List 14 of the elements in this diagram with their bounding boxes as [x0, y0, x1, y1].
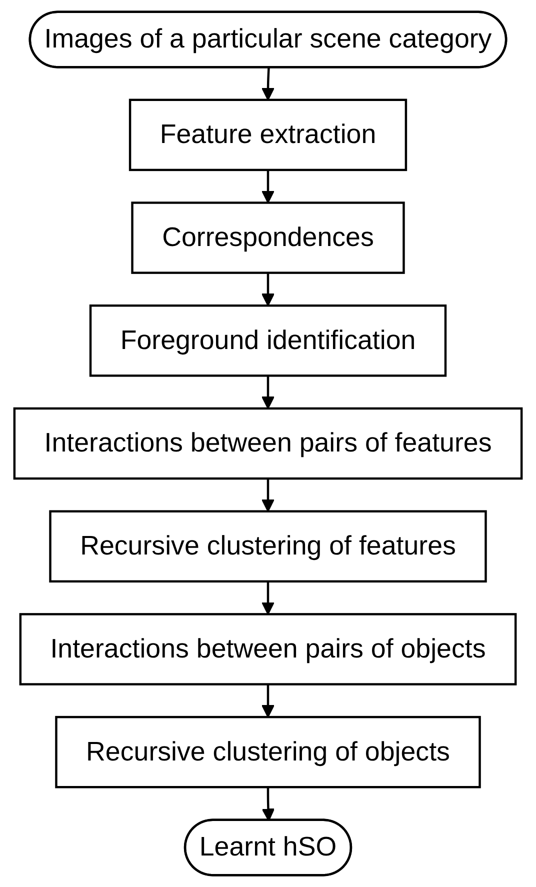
arrow [261, 272, 275, 306]
node-box: Recursive clustering of objects [55, 716, 481, 788]
arrow [261, 478, 275, 512]
arrow [261, 376, 275, 410]
node-box: Foreground identification [89, 304, 447, 377]
node-box: Interactions between pairs of features [13, 407, 523, 480]
arrow [261, 170, 275, 204]
arrow [261, 68, 275, 100]
arrow [261, 684, 275, 718]
node-box: Interactions between pairs of objects [19, 613, 517, 686]
arrow [261, 581, 275, 615]
node-box: Feature extraction [128, 98, 408, 172]
node-box: Recursive clustering of features [49, 510, 487, 583]
node-box: Correspondences [131, 202, 405, 274]
